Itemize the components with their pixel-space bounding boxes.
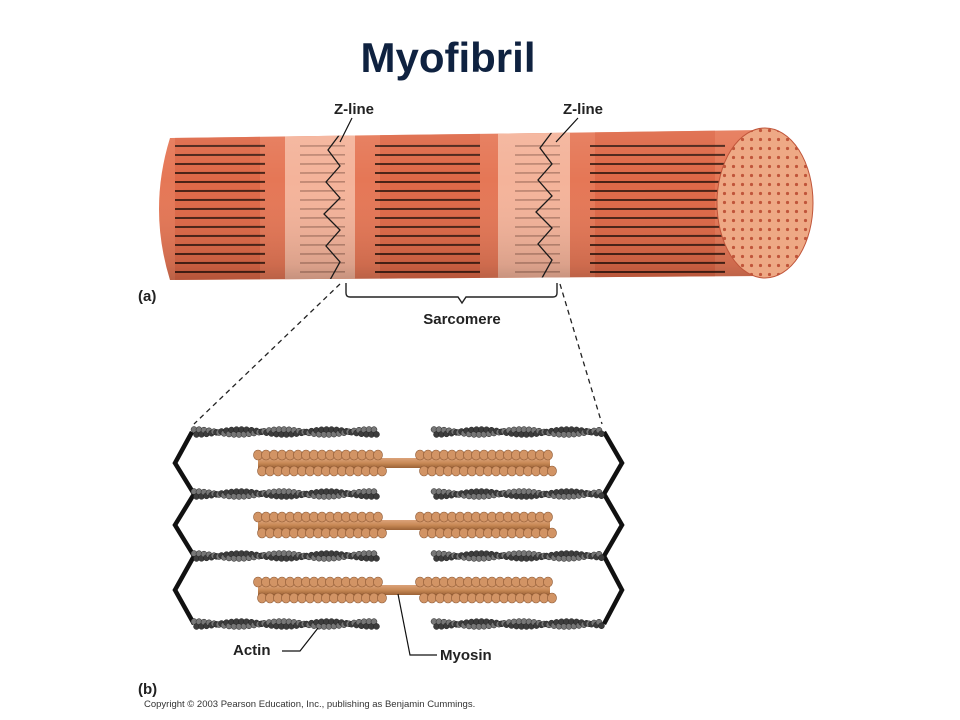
actin-filament bbox=[190, 488, 380, 500]
actin-filament bbox=[190, 618, 380, 630]
panel-b-tag: (b) bbox=[138, 681, 157, 698]
actin-filament bbox=[430, 488, 605, 500]
actin-filament bbox=[190, 426, 380, 438]
z-line-label-right: Z-line bbox=[563, 101, 603, 118]
sarcomere-label: Sarcomere bbox=[423, 311, 501, 328]
panel-a-tag: (a) bbox=[138, 288, 156, 305]
myosin-filament bbox=[253, 576, 557, 604]
myosin-filament bbox=[253, 511, 557, 539]
z-line bbox=[323, 133, 341, 280]
zoom-line-left bbox=[193, 283, 341, 425]
z-disc-left bbox=[172, 430, 197, 626]
actin-label: Actin bbox=[233, 642, 271, 659]
myosin-filaments bbox=[253, 449, 557, 604]
page-title: Myofibril bbox=[360, 34, 536, 81]
z-line bbox=[535, 131, 553, 279]
myosin-filament bbox=[253, 449, 557, 477]
actin-filaments bbox=[190, 426, 605, 630]
zoom-line-right bbox=[559, 283, 603, 425]
sarcomere-bracket bbox=[345, 283, 558, 305]
z-disc-right bbox=[601, 430, 625, 626]
myofibril-cylinder bbox=[159, 127, 814, 280]
actin-filament bbox=[430, 550, 605, 562]
z-line-label-left: Z-line bbox=[334, 101, 374, 118]
copyright-notice: Copyright © 2003 Pearson Education, Inc.… bbox=[144, 699, 476, 710]
actin-filament bbox=[190, 550, 380, 562]
myosin-label: Myosin bbox=[440, 647, 492, 664]
actin-filament bbox=[430, 426, 605, 438]
actin-filament bbox=[430, 618, 605, 630]
